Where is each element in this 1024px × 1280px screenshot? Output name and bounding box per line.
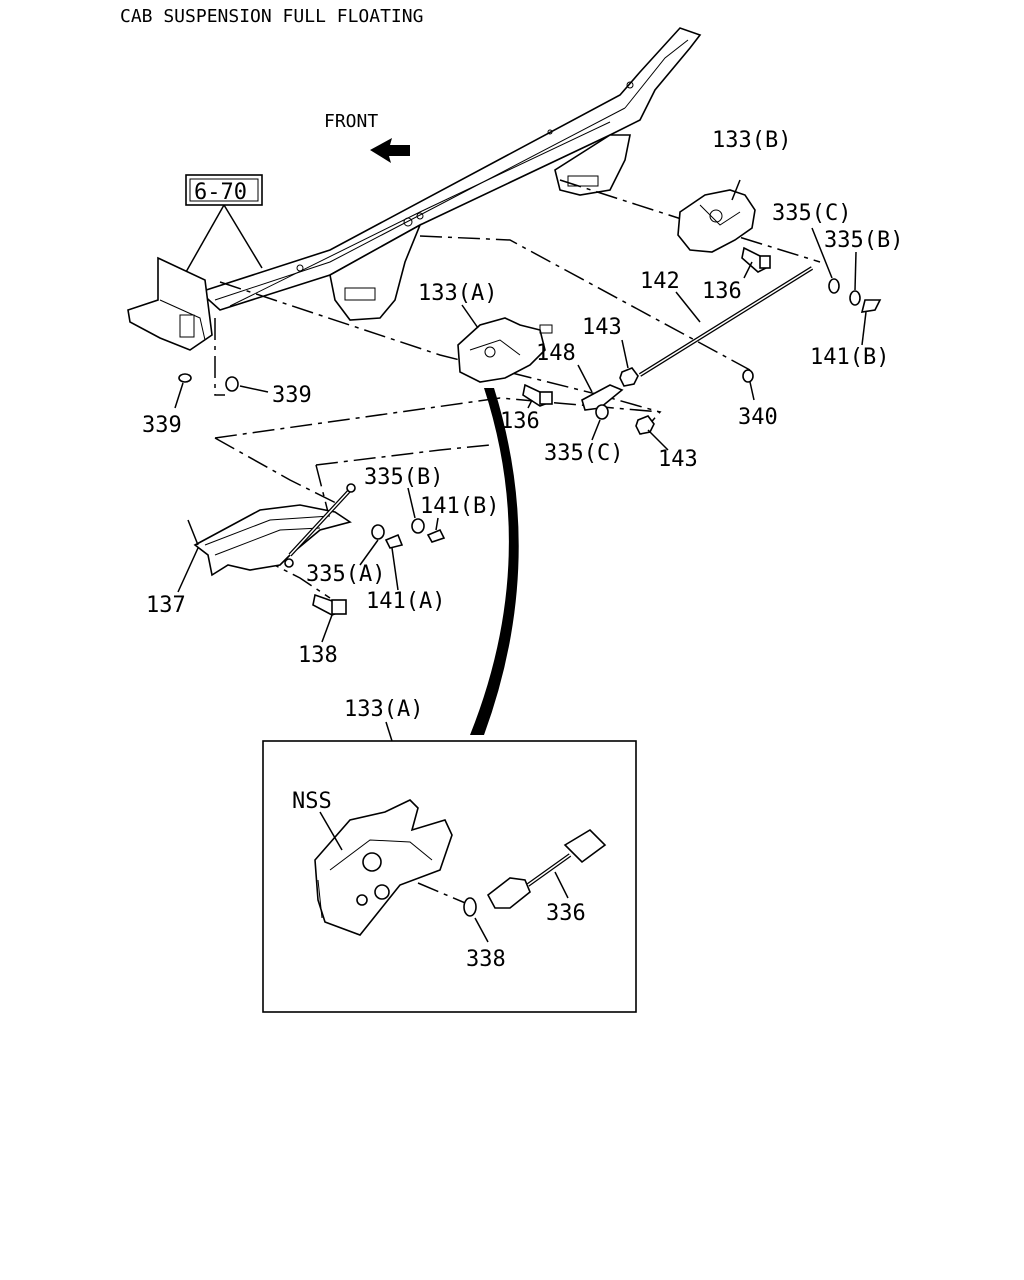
part-136-top (741, 246, 771, 273)
part-137-linkage (187, 483, 356, 577)
part-335b-top (849, 290, 861, 306)
front-arrow-icon (370, 138, 410, 163)
part-338 (463, 897, 477, 917)
label-336: 336 (546, 901, 586, 926)
part-339-right (225, 376, 239, 392)
part-335c-top (828, 278, 840, 294)
part-336 (486, 828, 607, 909)
label-141b-mid: 141(B) (420, 494, 499, 519)
diagram-title: CAB SUSPENSION FULL FLOATING (120, 6, 423, 27)
label-339-left: 339 (142, 413, 182, 438)
label-133a-detail: 133(A) (344, 697, 423, 722)
frame-crossmember (127, 27, 702, 351)
label-137: 137 (146, 593, 186, 618)
label-141a: 141(A) (366, 589, 445, 614)
part-340 (742, 369, 754, 383)
label-340: 340 (738, 405, 778, 430)
part-141b-mid (426, 528, 446, 543)
part-335a (371, 524, 385, 540)
part-335b-mid (411, 518, 425, 534)
detail-part-133a (314, 799, 453, 936)
leader-lines (174, 179, 867, 943)
ref-box-label: 6-70 (194, 180, 247, 205)
label-133a: 133(A) (418, 281, 497, 306)
part-148 (581, 384, 624, 411)
part-136-mid (522, 383, 553, 407)
front-label: FRONT (324, 111, 378, 132)
label-335a: 335(A) (306, 562, 385, 587)
detail-box (262, 740, 637, 1013)
label-143-top: 143 (582, 315, 622, 340)
part-143-mid (635, 415, 655, 435)
part-141b-right (860, 299, 882, 313)
label-335c-top: 335(C) (772, 201, 851, 226)
label-138: 138 (298, 643, 338, 668)
label-141b-right: 141(B) (810, 345, 889, 370)
part-143-top (619, 367, 639, 387)
label-339-right: 339 (272, 383, 312, 408)
label-335c-mid: 335(C) (544, 441, 623, 466)
label-335b-top: 335(B) (824, 228, 903, 253)
part-141a (384, 533, 404, 549)
label-133b: 133(B) (712, 128, 791, 153)
label-148: 148 (536, 341, 576, 366)
part-138 (312, 593, 347, 616)
ref-box-inner (189, 178, 259, 202)
label-335b-mid: 335(B) (364, 465, 443, 490)
label-338: 338 (466, 947, 506, 972)
part-335c-mid (595, 404, 609, 420)
part-339-left (178, 373, 192, 383)
label-143-mid: 143 (658, 447, 698, 472)
detail-leader (470, 388, 519, 735)
label-136-mid: 136 (500, 409, 540, 434)
label-136-top: 136 (702, 279, 742, 304)
label-nss: NSS (292, 789, 332, 814)
ref-box-frame (185, 174, 263, 206)
label-142: 142 (640, 269, 680, 294)
part-133a (457, 317, 553, 383)
part-133b (677, 189, 756, 253)
